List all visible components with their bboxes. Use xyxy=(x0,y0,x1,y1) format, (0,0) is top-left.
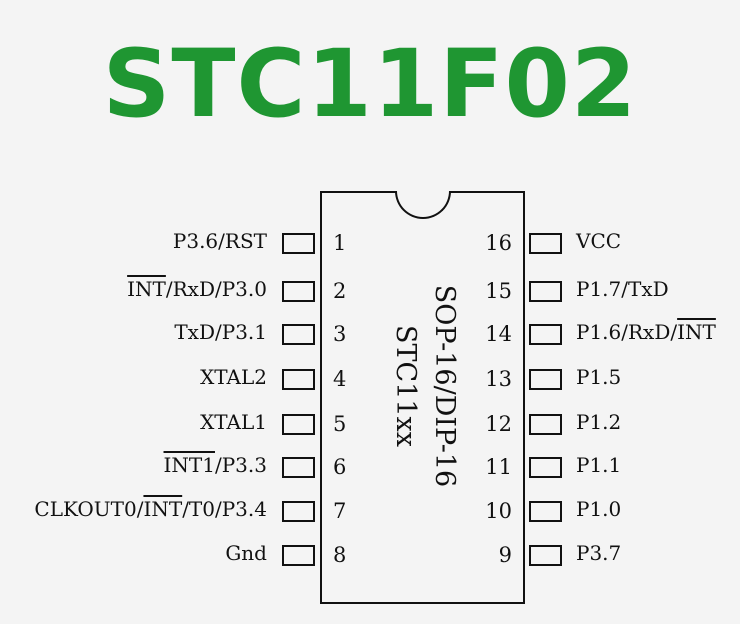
right-pin-number: 9 xyxy=(498,543,512,567)
pin-label-part: INT xyxy=(677,320,716,344)
pin-label-part: /T0/P3.4 xyxy=(182,497,267,521)
right-pin-number: 12 xyxy=(485,412,512,436)
right-pin-number: 14 xyxy=(485,322,512,346)
right-pin-label: P1.1 xyxy=(576,453,621,477)
left-pin-label: P3.6/RST xyxy=(173,229,267,253)
left-pin-pad xyxy=(282,233,315,254)
left-pin-pad xyxy=(282,281,315,302)
left-pin-pad xyxy=(282,414,315,435)
right-pin-pad xyxy=(529,501,562,522)
right-pin-label: P1.5 xyxy=(576,365,621,389)
right-pin-pad xyxy=(529,369,562,390)
pin-label-part: P1.7/TxD xyxy=(576,277,669,301)
pin-label-part: VCC xyxy=(576,229,622,253)
chip-title: STC11F02 xyxy=(102,30,638,139)
left-pin-label: XTAL2 xyxy=(200,365,267,389)
package-label: SOP-16/DIP-16 xyxy=(429,284,460,488)
pin-label-part: Gnd xyxy=(225,541,267,565)
right-pin-number: 11 xyxy=(485,455,512,479)
right-pin-number: 10 xyxy=(485,499,512,523)
right-pin-number: 15 xyxy=(485,279,512,303)
right-pin-pad xyxy=(529,281,562,302)
pin-label-part: CLKOUT0/ xyxy=(34,497,144,521)
left-pin-label: Gnd xyxy=(225,541,267,565)
left-pin-number: 3 xyxy=(333,322,347,346)
right-pin-number: 16 xyxy=(485,231,512,255)
pin-label-part: TxD/P3.1 xyxy=(174,320,267,344)
left-pin-number: 4 xyxy=(333,367,347,391)
right-pin-label: P1.6/RxD/INT xyxy=(576,320,716,344)
right-pin-label: P1.7/TxD xyxy=(576,277,669,301)
right-pin-label: P3.7 xyxy=(576,541,621,565)
pin-label-part: P3.7 xyxy=(576,541,622,565)
pin-label-part: INT1 xyxy=(163,453,215,477)
pin-label-part: XTAL1 xyxy=(200,410,267,434)
pin-label-part: /P3.3 xyxy=(214,453,267,477)
right-pin-pad xyxy=(529,233,562,254)
pin-label-part: P3.6/RST xyxy=(172,229,267,253)
pin-label-part: P1.5 xyxy=(576,365,622,389)
pin-label-part: P1.2 xyxy=(576,410,622,434)
left-pin-number: 1 xyxy=(333,231,347,255)
left-pin-label: XTAL1 xyxy=(200,410,267,434)
right-pin-label: P1.0 xyxy=(576,497,621,521)
right-pin-label: P1.2 xyxy=(576,410,621,434)
left-pin-number: 7 xyxy=(333,499,347,523)
left-pin-number: 5 xyxy=(333,412,347,436)
left-pin-label: INT1/P3.3 xyxy=(164,453,267,477)
pin-label-part: P1.0 xyxy=(576,497,622,521)
left-pin-label: CLKOUT0/INT/T0/P3.4 xyxy=(34,497,267,521)
pin-label-part: P1.1 xyxy=(576,453,622,477)
pin-label-part: INT xyxy=(127,277,166,301)
right-pin-pad xyxy=(529,324,562,345)
left-pin-pad xyxy=(282,545,315,566)
pin-label-part: XTAL2 xyxy=(200,365,267,389)
left-pin-number: 2 xyxy=(333,279,347,303)
left-pin-label: TxD/P3.1 xyxy=(174,320,267,344)
left-pin-pad xyxy=(282,369,315,390)
left-pin-number: 6 xyxy=(333,455,347,479)
left-pin-pad xyxy=(282,457,315,478)
left-pin-label: INT/RxD/P3.0 xyxy=(127,277,267,301)
chip-body xyxy=(320,191,525,604)
left-pin-pad xyxy=(282,324,315,345)
right-pin-pad xyxy=(529,457,562,478)
right-pin-pad xyxy=(529,545,562,566)
left-pin-pad xyxy=(282,501,315,522)
right-pin-pad xyxy=(529,414,562,435)
pin-label-part: /RxD/P3.0 xyxy=(165,277,267,301)
right-pin-number: 13 xyxy=(485,367,512,391)
pin-label-part: INT xyxy=(143,497,183,521)
left-pin-number: 8 xyxy=(333,543,347,567)
right-pin-label: VCC xyxy=(576,229,621,253)
family-label: STC11xx xyxy=(390,325,421,447)
pin-label-part: P1.6/RxD/ xyxy=(576,320,678,344)
